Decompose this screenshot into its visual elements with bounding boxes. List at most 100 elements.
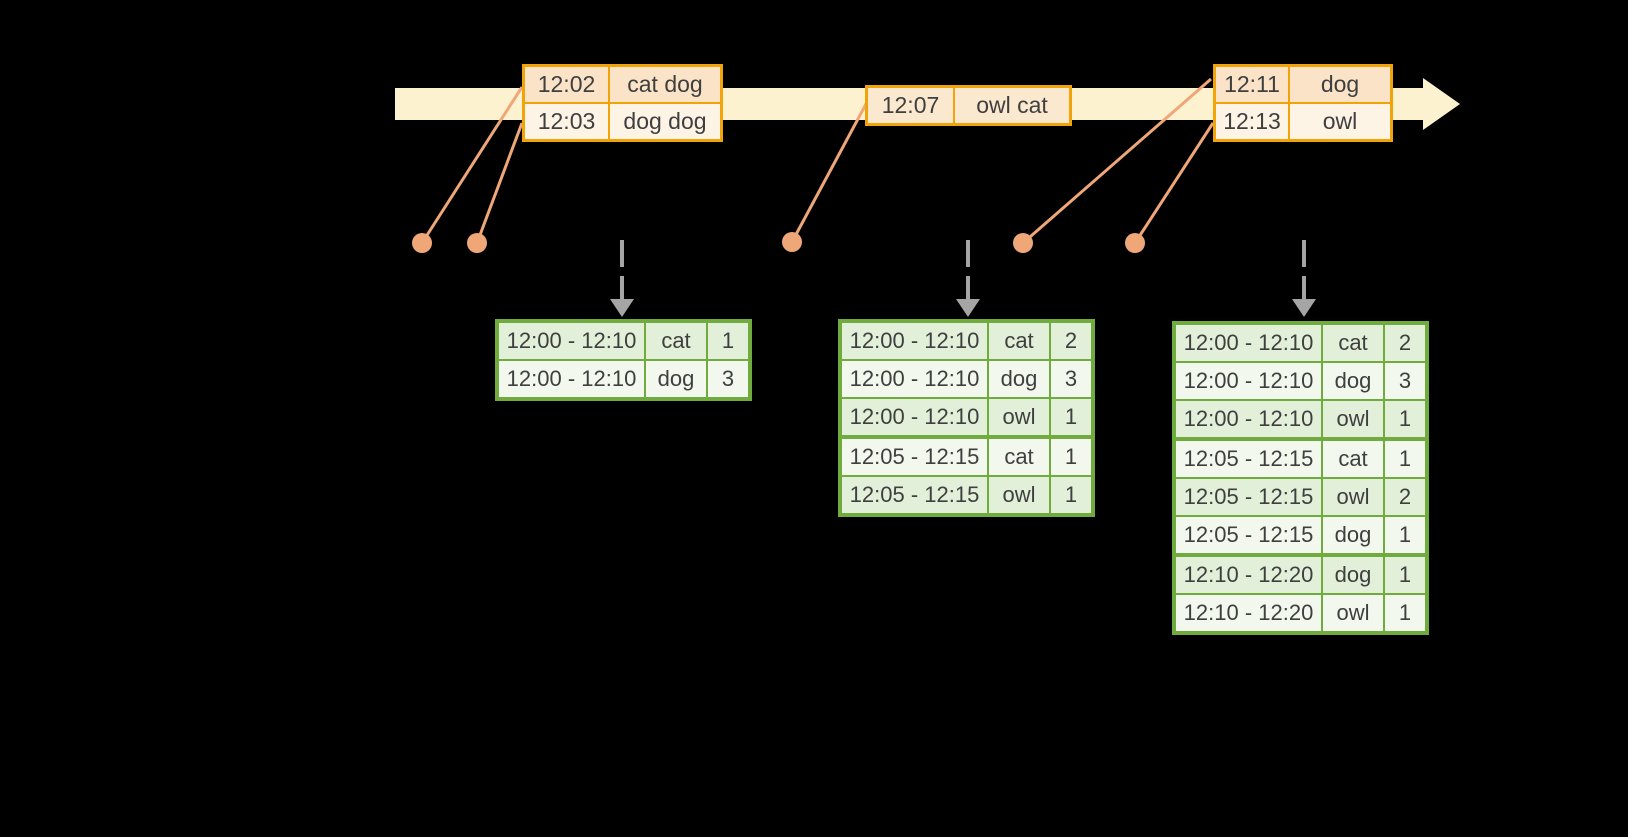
event-time: 12:11 — [1216, 67, 1288, 102]
window-cell: 12:05 - 12:15 — [1176, 517, 1321, 553]
timeline-arrowhead-icon — [1423, 78, 1460, 130]
result-row: 12:00 - 12:10 owl 1 — [842, 397, 1091, 435]
window-cell: 12:00 - 12:10 — [842, 361, 987, 397]
word-cell: owl — [1321, 595, 1383, 631]
event-dot-icon — [1013, 233, 1033, 253]
word-cell: cat — [644, 323, 706, 359]
word-cell: owl — [1321, 479, 1383, 515]
event-row: 12:07 owl cat — [868, 88, 1069, 123]
leader-line-1202 — [420, 86, 524, 244]
count-cell: 1 — [1383, 441, 1425, 477]
result-row: 12:10 - 12:20 owl 1 — [1176, 593, 1425, 631]
event-time: 12:03 — [525, 104, 608, 139]
event-row: 12:03 dog dog — [525, 102, 720, 139]
count-cell: 1 — [1383, 517, 1425, 553]
event-time: 12:02 — [525, 67, 608, 102]
count-cell: 1 — [1383, 595, 1425, 631]
word-cell: dog — [644, 361, 706, 397]
word-cell: dog — [1321, 517, 1383, 553]
event-dots — [412, 232, 1145, 253]
event-words: dog — [1288, 67, 1390, 102]
word-cell: owl — [987, 477, 1049, 513]
window-cell: 12:00 - 12:10 — [1176, 363, 1321, 399]
window-cell: 12:05 - 12:15 — [842, 477, 987, 513]
event-time: 12:07 — [868, 88, 953, 123]
result-row: 12:05 - 12:15 owl 2 — [1176, 477, 1425, 515]
trigger-dashed-lines — [620, 240, 1306, 300]
count-cell: 1 — [1383, 401, 1425, 437]
window-cell: 12:00 - 12:10 — [499, 361, 644, 397]
result-table-2: 12:00 - 12:10 cat 2 12:00 - 12:10 dog 3 … — [838, 319, 1095, 517]
window-cell: 12:05 - 12:15 — [842, 439, 987, 475]
result-row: 12:05 - 12:15 dog 1 — [1176, 515, 1425, 553]
window-cell: 12:10 - 12:20 — [1176, 595, 1321, 631]
result-row: 12:00 - 12:10 dog 3 — [1176, 361, 1425, 399]
event-row: 12:11 dog — [1216, 67, 1390, 102]
leader-line-1203 — [475, 122, 524, 244]
event-words: owl — [1288, 104, 1390, 139]
count-cell: 1 — [706, 323, 748, 359]
leader-line-1211 — [1022, 77, 1212, 245]
word-cell: owl — [987, 399, 1049, 435]
word-cell: cat — [987, 323, 1049, 359]
event-row: 12:02 cat dog — [525, 67, 720, 102]
event-table-2: 12:07 owl cat — [865, 85, 1072, 126]
count-cell: 1 — [1383, 557, 1425, 593]
window-cell: 12:00 - 12:10 — [842, 399, 987, 435]
window-cell: 12:00 - 12:10 — [1176, 325, 1321, 361]
word-cell: cat — [1321, 325, 1383, 361]
count-cell: 1 — [1049, 477, 1091, 513]
window-cell: 12:10 - 12:20 — [1176, 557, 1321, 593]
count-cell: 2 — [1049, 323, 1091, 359]
event-row: 12:13 owl — [1216, 102, 1390, 139]
count-cell: 2 — [1383, 325, 1425, 361]
event-words: cat dog — [608, 67, 720, 102]
down-arrowhead-icon — [1292, 299, 1316, 317]
word-cell: owl — [1321, 401, 1383, 437]
result-row: 12:05 - 12:15 cat 1 — [842, 435, 1091, 475]
word-cell: cat — [987, 439, 1049, 475]
event-words: owl cat — [953, 88, 1069, 123]
result-row: 12:05 - 12:15 owl 1 — [842, 475, 1091, 513]
count-cell: 3 — [706, 361, 748, 397]
event-dot-icon — [412, 233, 432, 253]
window-cell: 12:00 - 12:10 — [499, 323, 644, 359]
count-cell: 3 — [1383, 363, 1425, 399]
leader-line-1207 — [790, 103, 868, 243]
window-cell: 12:00 - 12:10 — [1176, 401, 1321, 437]
event-dot-icon — [1125, 233, 1145, 253]
result-row: 12:00 - 12:10 dog 3 — [842, 359, 1091, 397]
result-row: 12:05 - 12:15 cat 1 — [1176, 437, 1425, 477]
word-cell: dog — [1321, 557, 1383, 593]
event-dot-icon — [467, 233, 487, 253]
result-row: 12:00 - 12:10 cat 1 — [499, 323, 748, 359]
count-cell: 1 — [1049, 399, 1091, 435]
result-row: 12:00 - 12:10 dog 3 — [499, 359, 748, 397]
event-words: dog dog — [608, 104, 720, 139]
event-time: 12:13 — [1216, 104, 1288, 139]
leader-line-1213 — [1133, 122, 1215, 244]
count-cell: 1 — [1049, 439, 1091, 475]
result-table-3: 12:00 - 12:10 cat 2 12:00 - 12:10 dog 3 … — [1172, 321, 1429, 635]
down-arrowhead-icon — [610, 299, 634, 317]
event-table-3: 12:11 dog 12:13 owl — [1213, 64, 1393, 142]
result-row: 12:00 - 12:10 owl 1 — [1176, 399, 1425, 437]
window-cell: 12:00 - 12:10 — [842, 323, 987, 359]
event-table-1: 12:02 cat dog 12:03 dog dog — [522, 64, 723, 142]
event-leader-lines — [420, 77, 1215, 245]
result-row: 12:10 - 12:20 dog 1 — [1176, 553, 1425, 593]
word-cell: dog — [987, 361, 1049, 397]
event-dot-icon — [782, 232, 802, 252]
word-cell: dog — [1321, 363, 1383, 399]
window-cell: 12:05 - 12:15 — [1176, 441, 1321, 477]
result-row: 12:00 - 12:10 cat 2 — [842, 323, 1091, 359]
down-arrowhead-icon — [956, 299, 980, 317]
trigger-arrowheads — [610, 299, 1316, 317]
count-cell: 3 — [1049, 361, 1091, 397]
word-cell: cat — [1321, 441, 1383, 477]
count-cell: 2 — [1383, 479, 1425, 515]
result-row: 12:00 - 12:10 cat 2 — [1176, 325, 1425, 361]
result-table-1: 12:00 - 12:10 cat 1 12:00 - 12:10 dog 3 — [495, 319, 752, 401]
